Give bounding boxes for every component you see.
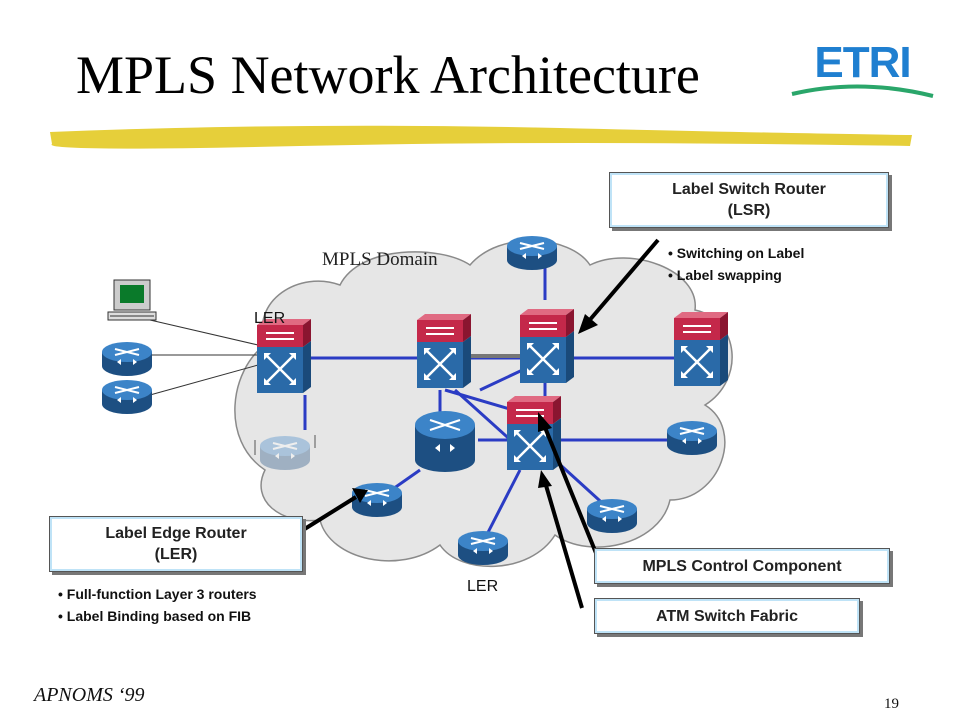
router-icon [457,530,509,566]
callout-arrows [301,238,660,609]
router-icon [586,498,638,534]
control-component-callout: MPLS Control Component [594,548,890,584]
lsr-switch-icon [518,307,576,385]
access-links [149,319,259,396]
mpls-domain-cloud [234,239,733,568]
lsr-bullet-list: Switching on Label Label swapping [668,242,805,286]
core-router-icon [415,411,475,472]
mpls-domain-label: MPLS Domain [322,249,438,270]
ler-bottom-label: LER [467,578,499,595]
logo-text: ETRI [814,38,911,87]
lsr-bullet: Label swapping [668,264,804,286]
control-component-label: MPLS Control Component [642,557,842,575]
ler-callout-line2: (LER) [154,546,198,563]
ler-top-label: LER [254,310,286,327]
router-icon [666,420,718,456]
computer-icon [107,279,157,321]
ler-callout-line1: Label Edge Router [105,525,247,542]
ler-bullet-list: Full-function Layer 3 routers Label Bind… [58,583,257,627]
atm-fabric-callout: ATM Switch Fabric [594,598,860,634]
etri-logo: ETRI [790,38,935,106]
ler-bullet: Label Binding based on FIB [58,605,257,627]
atm-fabric-label: ATM Switch Fabric [656,607,798,625]
lsr-switch-icon [505,394,563,472]
lsr-callout-line2: (LSR) [727,202,771,219]
lsr-switch-icon [672,310,730,388]
lsr-bullet: Switching on Label [668,242,805,264]
footer-conference: APNOMS ‘99 [34,684,145,706]
lsr-callout: Label Switch Router (LSR) [609,172,889,228]
slide-title: MPLS Network Architecture [76,45,700,105]
router-icon [101,379,153,415]
lsr-switch-icon [415,312,473,390]
page-number: 19 [884,696,899,712]
ler-switch-icon [255,317,313,395]
ler-callout: Label Edge Router (LER) [49,516,303,572]
ler-bullet: Full-function Layer 3 routers [58,583,257,605]
lsr-callout-line1: Label Switch Router [672,181,826,198]
router-icon [101,341,153,377]
router-icon [506,235,558,271]
